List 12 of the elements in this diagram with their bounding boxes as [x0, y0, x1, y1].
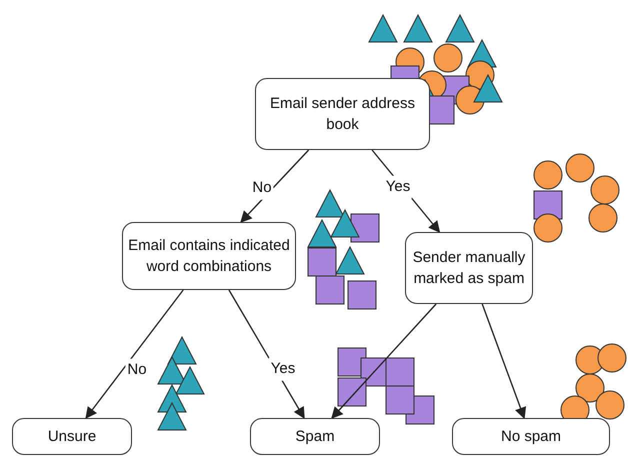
arrow	[331, 304, 437, 419]
arrow	[482, 304, 526, 420]
arrow	[240, 150, 310, 223]
decision-box: Email sender address book	[255, 78, 430, 150]
arrow	[85, 290, 184, 419]
decision-box: Unsure	[12, 418, 132, 455]
decision-box: No spam	[452, 418, 610, 455]
decision-box: Email contains indicated word combinations	[122, 222, 296, 290]
edge-label: Yes	[384, 176, 412, 198]
decision-box: Spam	[250, 418, 380, 455]
edge-label: Yes	[268, 358, 298, 380]
decision-box: Sender manually marked as spam	[405, 232, 533, 304]
